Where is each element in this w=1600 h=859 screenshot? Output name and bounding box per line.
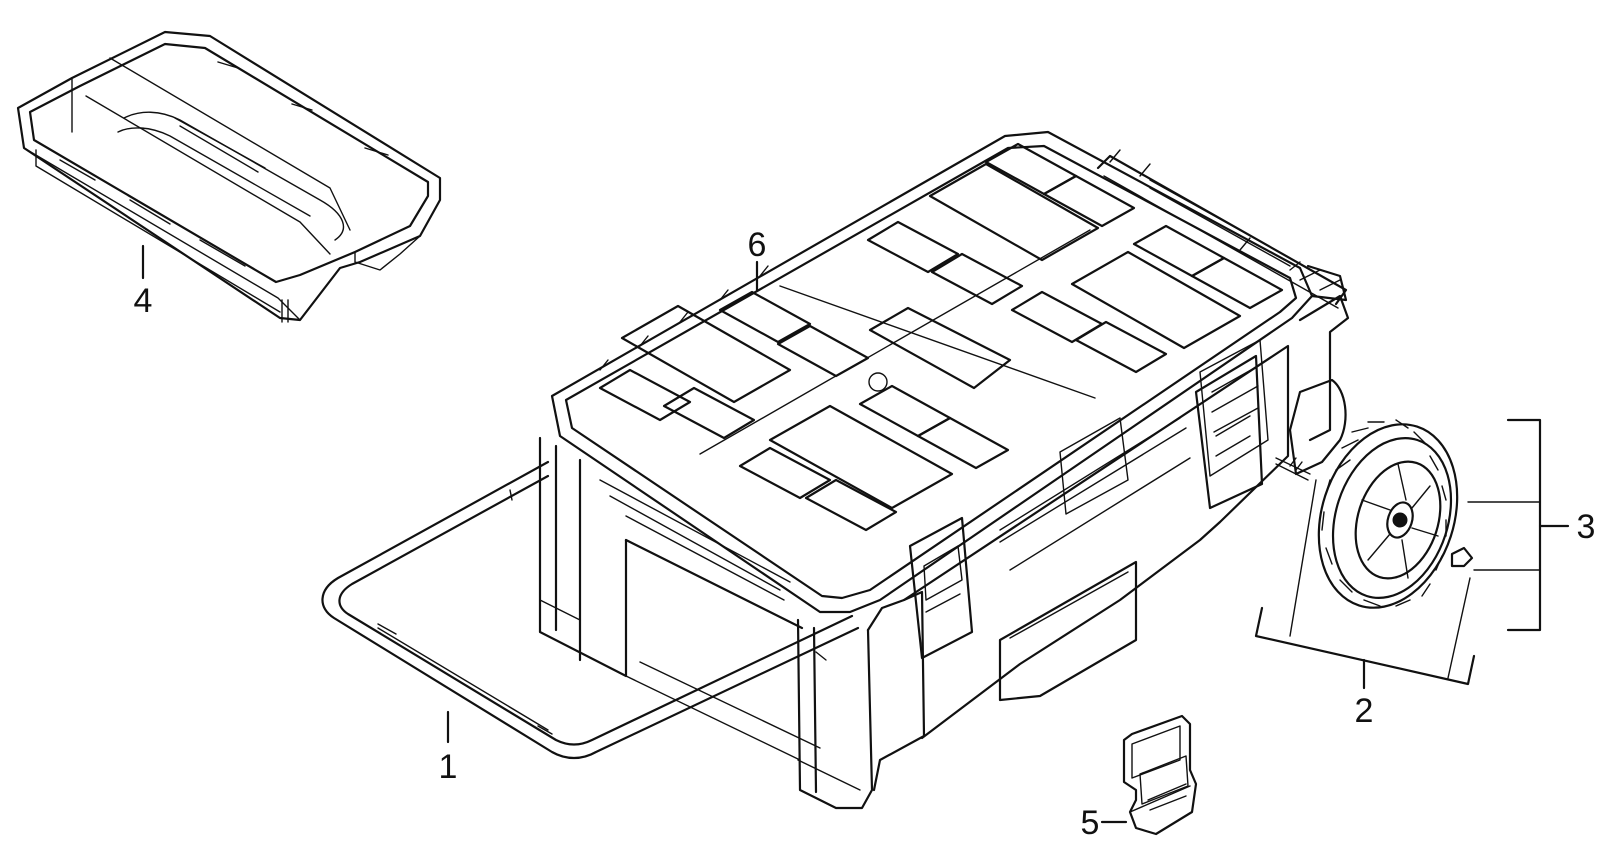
callout-5: 5 xyxy=(1081,804,1100,842)
leader-lines xyxy=(141,244,1570,824)
tote-tray-part xyxy=(16,30,442,323)
callout-6: 6 xyxy=(748,226,767,264)
callout-labels: 1 2 3 4 5 6 xyxy=(134,226,1596,842)
bracket-2 xyxy=(1254,606,1476,686)
bracket-3 xyxy=(1506,418,1542,632)
callout-3: 3 xyxy=(1577,508,1596,546)
wheel-assembly-part xyxy=(1317,419,1474,609)
leader-2-nut xyxy=(1447,577,1471,679)
rolling-toolbox-part xyxy=(538,130,1350,810)
callout-1: 1 xyxy=(439,748,458,786)
callout-2: 2 xyxy=(1355,692,1374,730)
callout-4: 4 xyxy=(134,282,153,320)
leader-2-axle xyxy=(1289,479,1317,637)
telescoping-handle-part xyxy=(321,460,860,760)
latch-part xyxy=(1122,714,1198,836)
